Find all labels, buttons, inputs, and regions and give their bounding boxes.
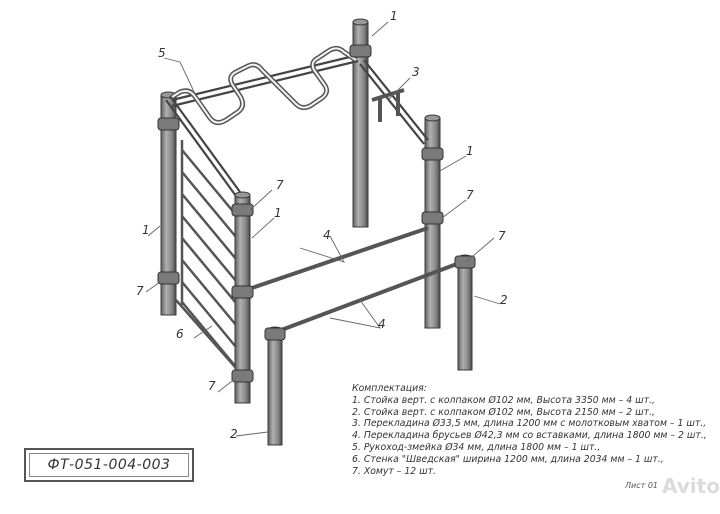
callout-1-front: 1 bbox=[274, 206, 282, 220]
spec-item-5: 5. Рукоход-змейка Ø34 мм, длина 1800 мм … bbox=[352, 441, 601, 453]
callout-6: 6 bbox=[176, 327, 184, 341]
callout-7-right: 7 bbox=[466, 188, 474, 202]
clamp bbox=[349, 44, 372, 58]
post-short-front bbox=[267, 326, 283, 446]
spec-item-4: 4. Перекладина брусьев Ø42,3 мм со встав… bbox=[352, 430, 707, 442]
clamp bbox=[231, 203, 254, 217]
avito-watermark: Avito bbox=[662, 474, 720, 498]
post-short-right bbox=[457, 254, 473, 371]
callout-1-left: 1 bbox=[142, 223, 150, 237]
clamp bbox=[421, 211, 444, 225]
spec-list: Комплектация: 1. Стойка верт. с колпаком… bbox=[352, 383, 718, 477]
clamp bbox=[421, 147, 444, 161]
callout-3: 3 bbox=[412, 65, 420, 79]
post-front-left bbox=[234, 191, 251, 404]
top-rails bbox=[165, 53, 429, 197]
callout-2-right: 2 bbox=[500, 293, 508, 307]
snake-monkey-bar bbox=[170, 45, 358, 126]
clamp bbox=[454, 255, 476, 269]
callout-2-front: 2 bbox=[230, 427, 238, 441]
document-code: ФТ-051-004-003 bbox=[47, 457, 171, 473]
spec-item-7: 7. Хомут – 12 шт. bbox=[352, 465, 437, 477]
callout-7-bottom: 7 bbox=[208, 379, 216, 393]
snake-monkey-bar-inner bbox=[171, 47, 357, 124]
callout-4-upper: 4 bbox=[323, 228, 331, 242]
clamp bbox=[157, 271, 180, 285]
callout-7-left: 7 bbox=[136, 284, 144, 298]
spec-item-3: 3. Перекладина Ø33,5 мм, длина 1200 мм с… bbox=[352, 418, 707, 430]
document-code-box: ФТ-051-004-003 bbox=[24, 448, 194, 482]
spec-item-6: 6. Стенка "Шведская" ширина 1200 мм, дли… bbox=[352, 453, 664, 465]
callout-7-short: 7 bbox=[498, 229, 506, 243]
clamp bbox=[264, 327, 286, 341]
callout-7-front: 7 bbox=[276, 178, 284, 192]
clamp bbox=[231, 285, 254, 299]
leader-lines bbox=[145, 21, 501, 437]
spec-item-2: 2. Стойка верт. с колпаком Ø102 мм, Высо… bbox=[352, 406, 655, 418]
parallel-bar-lower bbox=[275, 260, 463, 334]
post-rear bbox=[352, 18, 369, 228]
spec-title: Комплектация: bbox=[352, 383, 427, 394]
hammer-grip-bar bbox=[371, 88, 405, 122]
parallel-bar-upper bbox=[245, 226, 429, 292]
sheet-label: Лист 01 bbox=[625, 481, 658, 490]
callout-1-right: 1 bbox=[466, 144, 474, 158]
callout-5: 5 bbox=[158, 46, 166, 60]
clamps bbox=[157, 44, 476, 383]
clamp bbox=[157, 117, 180, 131]
callout-4-lower: 4 bbox=[378, 317, 386, 331]
callout-1-top: 1 bbox=[390, 9, 398, 23]
clamp bbox=[231, 369, 254, 383]
spec-item-1: 1. Стойка верт. с колпаком Ø102 мм, Высо… bbox=[352, 394, 655, 406]
